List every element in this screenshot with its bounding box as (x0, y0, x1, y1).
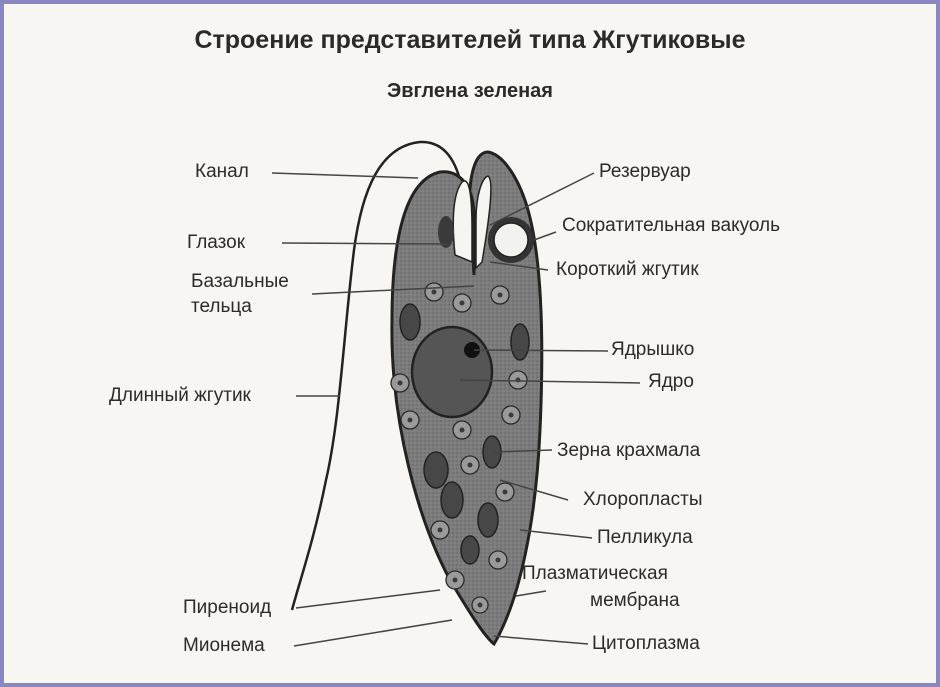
nucleolus (464, 342, 480, 358)
reservoir (452, 180, 473, 264)
label-rezervuar: Резервуар (599, 161, 691, 182)
label-glazok: Глазок (187, 232, 246, 253)
eyespot (438, 216, 454, 248)
subtitle: Эвглена зеленая (387, 80, 553, 102)
label-tsitoplazma: Цитоплазма (592, 633, 700, 654)
label-korotky-zhgutik: Короткий жгутик (556, 259, 699, 280)
label-plazmaticheskaya: Плазматическая (522, 563, 668, 584)
label-khloroplasty: Хлоропласты (583, 489, 703, 510)
label-teltsa: тельца (191, 296, 252, 317)
label-mionema: Мионема (183, 635, 265, 656)
label-dlinny-zhgutik: Длинный жгутик (109, 385, 251, 406)
label-membrana: мембрана (590, 590, 680, 611)
label-bazalnye: Базальные (191, 271, 289, 292)
canal (475, 175, 492, 270)
main-title: Строение представителей типа Жгутиковые (194, 26, 746, 54)
label-yadro: Ядро (648, 371, 694, 392)
nucleus (410, 325, 494, 419)
long-flagellum (290, 140, 468, 611)
label-pirenoid: Пиреноид (183, 597, 272, 618)
label-zerna: Зерна крахмала (557, 440, 701, 461)
label-kanal: Канал (195, 161, 249, 182)
leader-lines (271, 172, 641, 647)
label-yadryshko: Ядрышко (611, 339, 695, 360)
label-pellikula: Пелликула (597, 527, 693, 548)
label-vakuol: Сократительная вакуоль (562, 215, 781, 236)
chloroplasts (399, 303, 530, 565)
